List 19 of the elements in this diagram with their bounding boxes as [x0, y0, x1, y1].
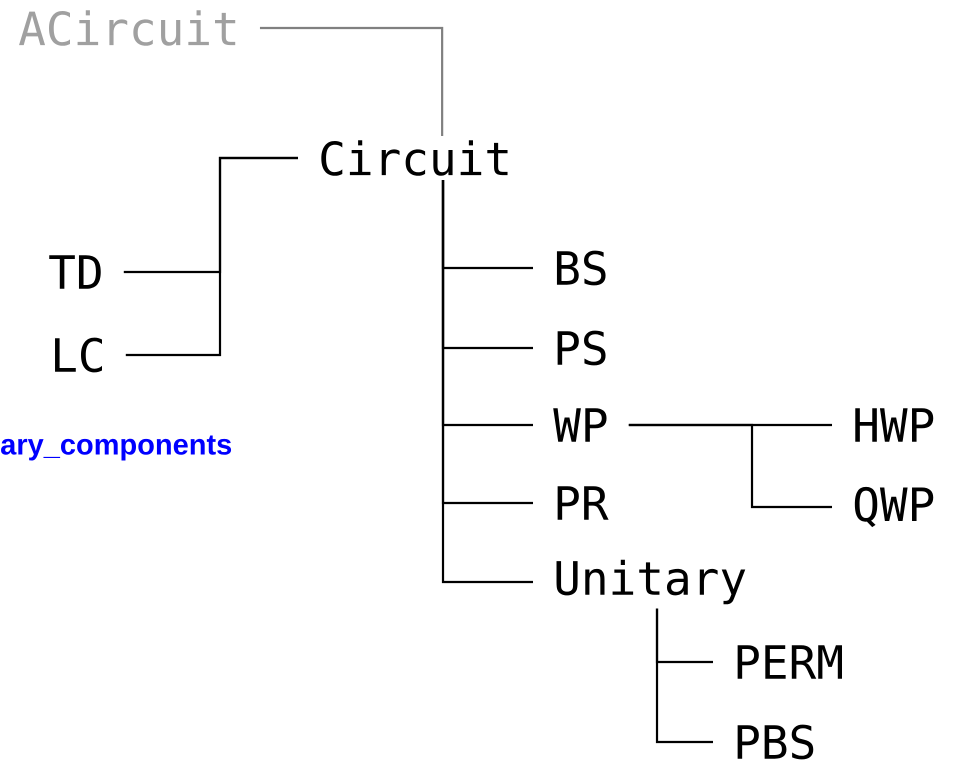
connector-line — [628, 424, 832, 508]
node-text: PR — [558, 486, 609, 520]
node-text: WP — [553, 408, 607, 442]
node-text: PERM — [738, 645, 842, 679]
node-text: QWP — [854, 486, 934, 528]
component-label: ary_components — [1, 436, 232, 460]
node-text: TD — [49, 255, 101, 289]
node-text: ACircuit — [19, 10, 236, 46]
node-text: Unitary — [556, 560, 746, 604]
connector-line — [442, 180, 533, 584]
node-text: PS — [558, 330, 606, 366]
connector-line — [656, 608, 713, 744]
connector-line — [260, 26, 444, 136]
node-text: LC — [55, 338, 102, 372]
node-text: Circuit — [321, 140, 508, 176]
node-text: PBS — [738, 724, 814, 760]
node-text: BS — [556, 250, 606, 286]
connector-line — [126, 156, 298, 356]
node-text: HWP — [855, 408, 934, 442]
